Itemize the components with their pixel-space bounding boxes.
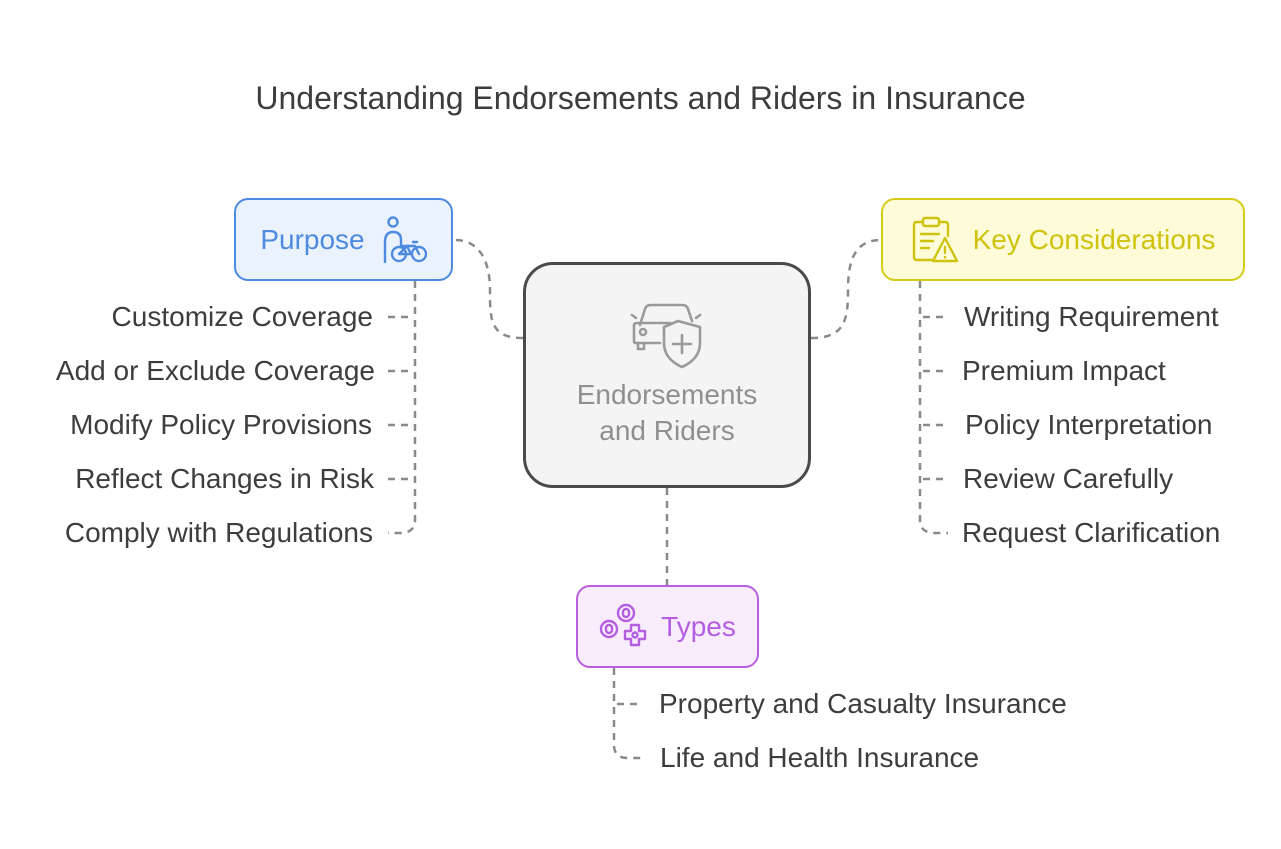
car-shield-icon	[630, 301, 704, 371]
key-list-spine	[918, 281, 948, 535]
key-considerations-item: Review Carefully	[963, 463, 1174, 494]
types-node: Types	[576, 585, 759, 668]
purpose-item: Customize Coverage	[111, 301, 373, 332]
key-considerations-node: Key Considerations	[881, 198, 1245, 281]
purpose-item: Add or Exclude Coverage	[55, 355, 375, 386]
purpose-node: Purpose	[234, 198, 453, 281]
purpose-item: Comply with Regulations	[64, 517, 373, 548]
coins-plus-icon	[599, 603, 647, 651]
connector-key-considerations	[810, 238, 882, 340]
center-label-line1: Endorsements	[576, 379, 758, 410]
person-bicycle-icon	[379, 215, 427, 264]
key-considerations-item: Writing Requirement	[964, 301, 1219, 332]
center-label-line2: and Riders	[599, 415, 735, 446]
purpose-item: Modify Policy Provisions	[70, 409, 372, 440]
purpose-list-spine	[388, 281, 417, 535]
connector-purpose	[454, 238, 524, 340]
key-considerations-item: Policy Interpretation	[965, 409, 1213, 440]
key-considerations-label: Key Considerations	[972, 223, 1216, 255]
purpose-item: Reflect Changes in Risk	[75, 463, 374, 494]
types-list-spine	[612, 668, 642, 760]
clipboard-warning-icon	[911, 216, 959, 264]
key-considerations-item: Request Clarification	[962, 517, 1221, 548]
purpose-label: Purpose	[260, 223, 365, 255]
types-item: Life and Health Insurance	[660, 742, 980, 773]
key-considerations-item: Premium Impact	[962, 355, 1166, 386]
types-label: Types	[661, 610, 736, 642]
types-item: Property and Casualty Insurance	[659, 688, 1067, 719]
center-node: Endorsements and Riders	[523, 262, 811, 488]
page-title: Understanding Endorsements and Riders in…	[255, 80, 1026, 116]
